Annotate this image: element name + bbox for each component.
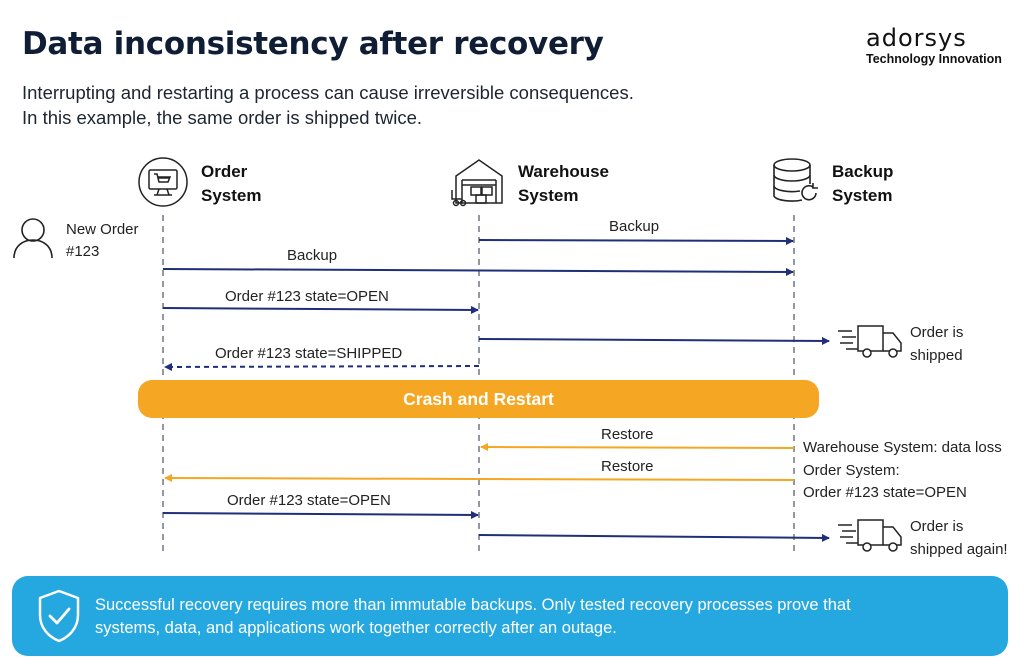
- new-order-line1: New Order: [66, 221, 139, 238]
- actor-warehouse-line1: Warehouse: [518, 162, 610, 181]
- actor-backup-line2: System: [832, 186, 893, 205]
- message-label: Restore: [601, 426, 654, 443]
- actor-backup-line1: Backup: [832, 162, 894, 181]
- arrow-order-open-again: [162, 510, 479, 519]
- message-label: Restore: [601, 458, 654, 475]
- user-icon: [13, 218, 53, 259]
- footer-callout: Successful recovery requires more than i…: [12, 576, 1008, 656]
- shipped-again-line1: Order is: [910, 518, 964, 535]
- logo-tagline: Technology Innovation: [866, 52, 1002, 66]
- actor-warehouse-system: Warehouse System: [518, 160, 609, 208]
- order-system-icon: [138, 157, 188, 207]
- footer-text: Successful recovery requires more than i…: [95, 594, 975, 640]
- message-label: Order #123 state=SHIPPED: [215, 345, 403, 362]
- message-label: Order #123 state=OPEN: [225, 288, 389, 305]
- arrow-restore-warehouse: [480, 443, 795, 452]
- actor-warehouse-line2: System: [518, 186, 579, 205]
- page-subtitle: Interrupting and restarting a process ca…: [22, 80, 634, 130]
- message-label: Backup: [287, 247, 338, 264]
- arrow-backup-order: [162, 267, 794, 276]
- arrow-warehouse-ship-again: [478, 533, 830, 542]
- new-order-label: New Order #123: [66, 219, 139, 263]
- new-order-line2: #123: [66, 243, 100, 260]
- arrow-restore-order: [164, 474, 795, 483]
- shipped-note: Order is shipped: [910, 321, 963, 367]
- restore-notes: Warehouse System: data loss Order System…: [803, 437, 1002, 505]
- arrow-backup-warehouse: [478, 236, 794, 245]
- message-label: Order #123 state=OPEN: [227, 492, 391, 509]
- warehouse-icon: [451, 159, 503, 207]
- logo-wordmark: adorsys: [866, 24, 967, 52]
- restore-note-line1: Warehouse System: data loss: [803, 439, 1002, 456]
- arrow-order-open: [162, 305, 479, 314]
- shipped-note-line2: shipped: [910, 347, 963, 364]
- actor-order-line1: Order: [201, 162, 248, 181]
- arrow-warehouse-ship: [478, 336, 830, 345]
- shipped-note-line1: Order is: [910, 324, 964, 341]
- restore-note-line2: Order System:: [803, 461, 900, 479]
- subtitle-line-2: In this example, the same order is shipp…: [22, 107, 422, 128]
- arrow-order-shipped: [164, 362, 480, 371]
- message-label: Backup: [609, 218, 660, 235]
- restore-note-line3: Order #123 state=OPEN: [803, 484, 967, 501]
- footer-line2: systems, data, and applications work tog…: [95, 619, 617, 637]
- actor-backup-system: Backup System: [832, 160, 893, 208]
- page-title: Data inconsistency after recovery: [22, 26, 604, 62]
- shipped-again-line2: shipped again!: [910, 541, 1008, 558]
- delivery-truck-icon: [838, 325, 902, 358]
- footer-line1: Successful recovery requires more than i…: [95, 596, 851, 614]
- subtitle-line-1: Interrupting and restarting a process ca…: [22, 82, 634, 103]
- shipped-again-note: Order is shipped again!: [910, 515, 1008, 561]
- crash-restart-bar: Crash and Restart: [138, 380, 819, 418]
- database-backup-icon: [773, 158, 818, 202]
- actor-order-line2: System: [201, 186, 262, 205]
- actor-order-system: Order System: [201, 160, 261, 208]
- delivery-truck-icon: [838, 519, 902, 552]
- shield-check-icon: [38, 589, 80, 643]
